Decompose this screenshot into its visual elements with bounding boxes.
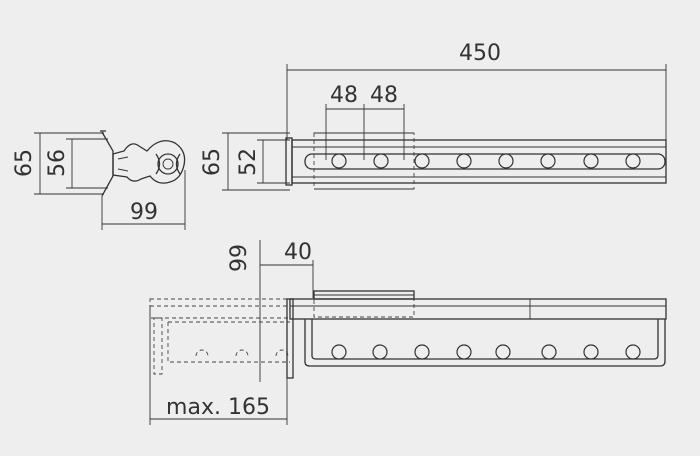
hole-spacing-b-label: 48 [370,83,398,108]
top-height-label: 65 [200,148,225,176]
front-inner-height-label: 56 [45,149,70,177]
top-view: 450 48 48 65 52 [200,41,667,191]
side-view: 99 40 max. 165 [149,240,667,425]
front-width-label: 99 [130,200,158,225]
side-height-label: 99 [227,244,252,272]
top-inner-height-label: 52 [236,148,261,176]
side-offset-label: 40 [284,240,312,265]
hole-spacing-a-label: 48 [330,83,358,108]
max-extension-label: max. 165 [166,395,270,420]
front-height-label: 65 [12,149,37,177]
front-view: 65 56 99 [12,130,186,230]
total-length-label: 450 [459,41,501,66]
